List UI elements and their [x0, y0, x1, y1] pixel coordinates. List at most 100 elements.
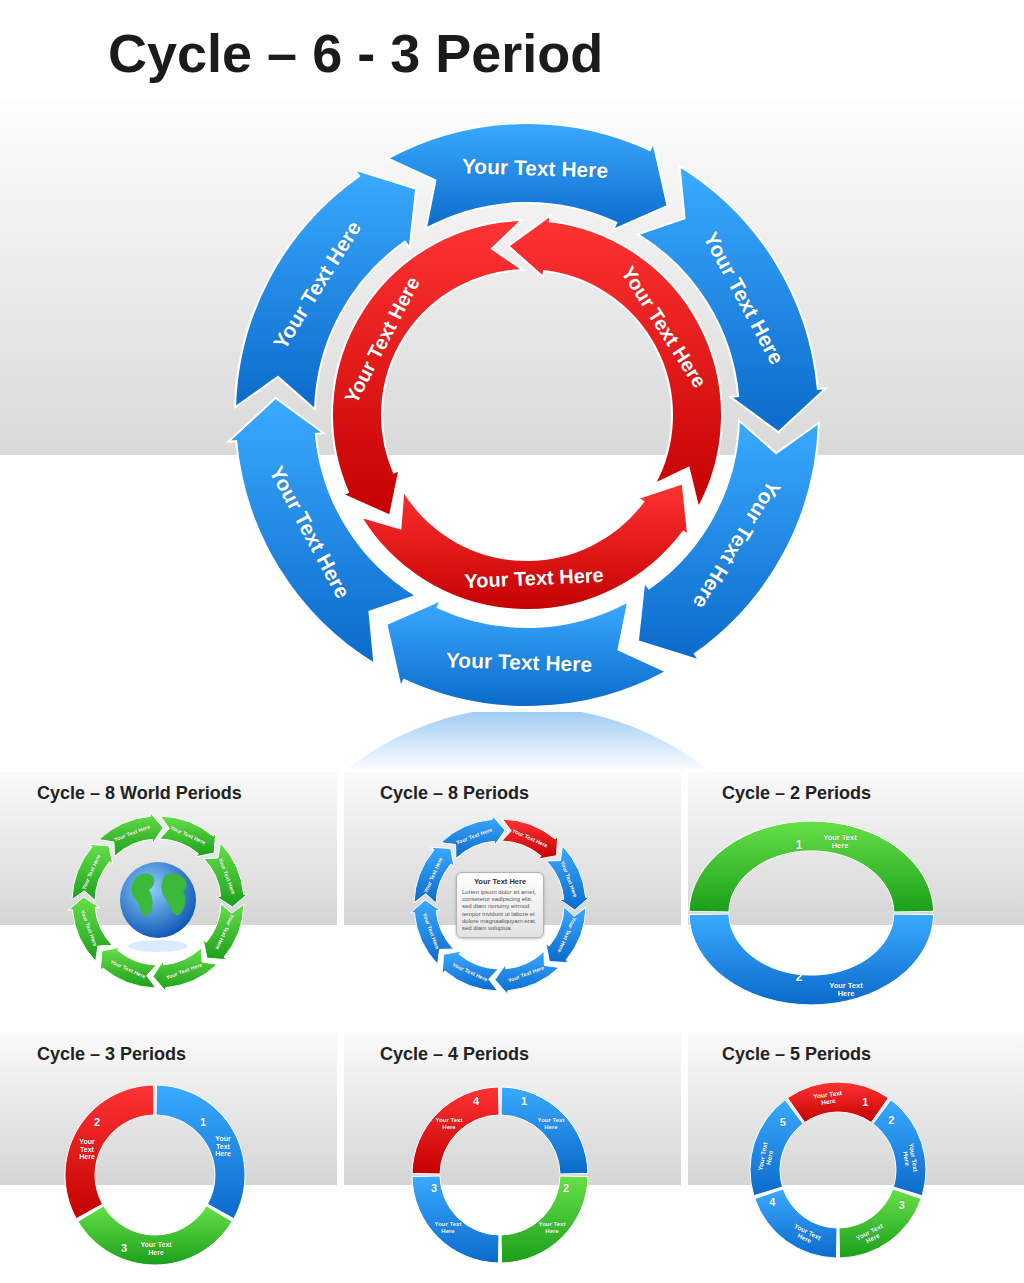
cycle-segment: 3Your Text Here — [406, 1081, 594, 1269]
segment-number: 4 — [473, 1095, 479, 1107]
segment-text: Your Text Here — [138, 1241, 174, 1256]
cycle-arrow: Your Text Here — [221, 109, 833, 721]
segment-shape — [406, 1081, 594, 1269]
segment-number: 2 — [888, 1114, 894, 1126]
segment-number: 2 — [563, 1182, 569, 1194]
panel-title: Cycle – 8 World Periods — [37, 783, 242, 804]
text-callout: Your Text HereLorem ipsum dolor sit amet… — [456, 872, 544, 938]
cycle-arrow: Your Text Here — [320, 208, 734, 622]
segment-text: Your Text Here — [211, 1135, 235, 1158]
globe-reflection — [128, 940, 188, 952]
segment-outline — [410, 900, 453, 964]
panel-title: Cycle – 5 Periods — [722, 1044, 871, 1065]
segment-outline — [332, 220, 523, 516]
segment-outline — [508, 215, 722, 508]
segment-text: Your Text Here — [433, 1221, 463, 1234]
panel-title: Cycle – 4 Periods — [380, 1044, 529, 1065]
segment-number: 3 — [431, 1182, 437, 1194]
segment-outline — [755, 1189, 837, 1258]
segment-outline — [160, 816, 216, 857]
segment-outline — [78, 1206, 232, 1265]
segment-shape — [683, 815, 940, 1011]
segment-outline — [204, 843, 248, 907]
segment-outline — [873, 1100, 926, 1196]
segment-outline — [68, 897, 112, 961]
segment-number: 1 — [521, 1095, 527, 1107]
segment-number: 3 — [899, 1199, 905, 1211]
segment-text: Your Text Here — [537, 1221, 567, 1234]
segment-shape — [406, 1081, 594, 1269]
cycle-segment: 4Your Text Here — [406, 1081, 594, 1269]
segment-number: 2 — [94, 1116, 100, 1128]
segment-number: 1 — [862, 1096, 868, 1108]
segment-outline — [839, 1189, 921, 1258]
segment-outline — [412, 1087, 499, 1174]
segment-shape — [320, 208, 734, 622]
segment-outline — [65, 1085, 154, 1219]
globe — [120, 862, 196, 938]
callout-heading: Your Text Here — [462, 878, 538, 886]
segment-shape — [221, 109, 833, 721]
segment-outline — [100, 947, 156, 988]
segment-text: Your Text Here — [434, 1117, 464, 1130]
segment-outline — [501, 1087, 588, 1174]
segment-text: Your Text Here — [75, 1138, 99, 1161]
globe-continent — [161, 874, 186, 916]
cycle-arrow: Your Text Here — [62, 806, 254, 998]
cycle-segment: 1Your Text Here — [406, 1081, 594, 1269]
segment-outline — [442, 951, 498, 991]
ring-reflection — [235, 712, 819, 774]
segment-outline — [72, 844, 113, 900]
segment-outline — [414, 847, 454, 903]
segment-number: 1 — [200, 1116, 206, 1128]
arrow-text: Your Text Here — [446, 648, 593, 676]
segment-outline — [501, 1176, 588, 1263]
segment-text: Your Text Here — [826, 982, 866, 999]
segment-outline — [388, 123, 668, 230]
segment-text: Your Text Here — [536, 1117, 566, 1130]
segment-shape — [406, 1081, 594, 1269]
segment-text: Your Text Here — [820, 834, 860, 851]
main-title: Cycle – 6 - 3 Period — [108, 22, 603, 84]
cycle-segment: 3 Your Text Here — [59, 1079, 251, 1271]
cycle-segment: 2Your Text Here — [406, 1081, 594, 1269]
segment-number: 5 — [780, 1116, 786, 1128]
segment-number: 3 — [121, 1242, 127, 1254]
segment-outline — [386, 600, 666, 707]
segment-outline — [412, 1176, 499, 1263]
segment-outline — [788, 1082, 889, 1122]
segment-outline — [203, 904, 244, 960]
cycle-arrow: Your Text Here — [62, 806, 254, 998]
segment-number: 4 — [769, 1196, 775, 1208]
cycle-segment: 5Your Text Here — [744, 1076, 932, 1264]
cycle-arrow: Your Text Here — [221, 109, 833, 721]
callout-body: Lorem ipsum dolor sit amet, consetetur s… — [462, 889, 538, 932]
segment-outline — [750, 1100, 803, 1196]
segment-outline — [156, 1085, 245, 1219]
segment-outline — [546, 846, 589, 910]
segment-number: 2 — [796, 971, 803, 984]
segment-number: 1 — [796, 839, 803, 852]
segment-outline — [361, 483, 688, 610]
panel-title: Cycle – 3 Periods — [37, 1044, 186, 1065]
segment-shape — [406, 1081, 594, 1269]
globe-continent — [131, 873, 154, 916]
segment-shape — [221, 109, 833, 721]
cycle-segment: 2Your Text Here — [683, 815, 940, 1011]
panel-title: Cycle – 8 Periods — [380, 783, 529, 804]
segment-shape — [62, 806, 254, 998]
segment-outline — [502, 819, 558, 859]
cycle-arrow: Your Text Here — [221, 109, 833, 721]
segment-outline — [495, 951, 559, 994]
segment-outline — [153, 948, 217, 992]
segment-shape — [221, 109, 833, 721]
panel-title: Cycle – 2 Periods — [722, 783, 871, 804]
segment-outline — [689, 914, 934, 1005]
segment-outline — [689, 821, 934, 912]
segment-shape — [62, 806, 254, 998]
segment-shape — [744, 1076, 932, 1264]
segment-outline — [546, 907, 586, 963]
